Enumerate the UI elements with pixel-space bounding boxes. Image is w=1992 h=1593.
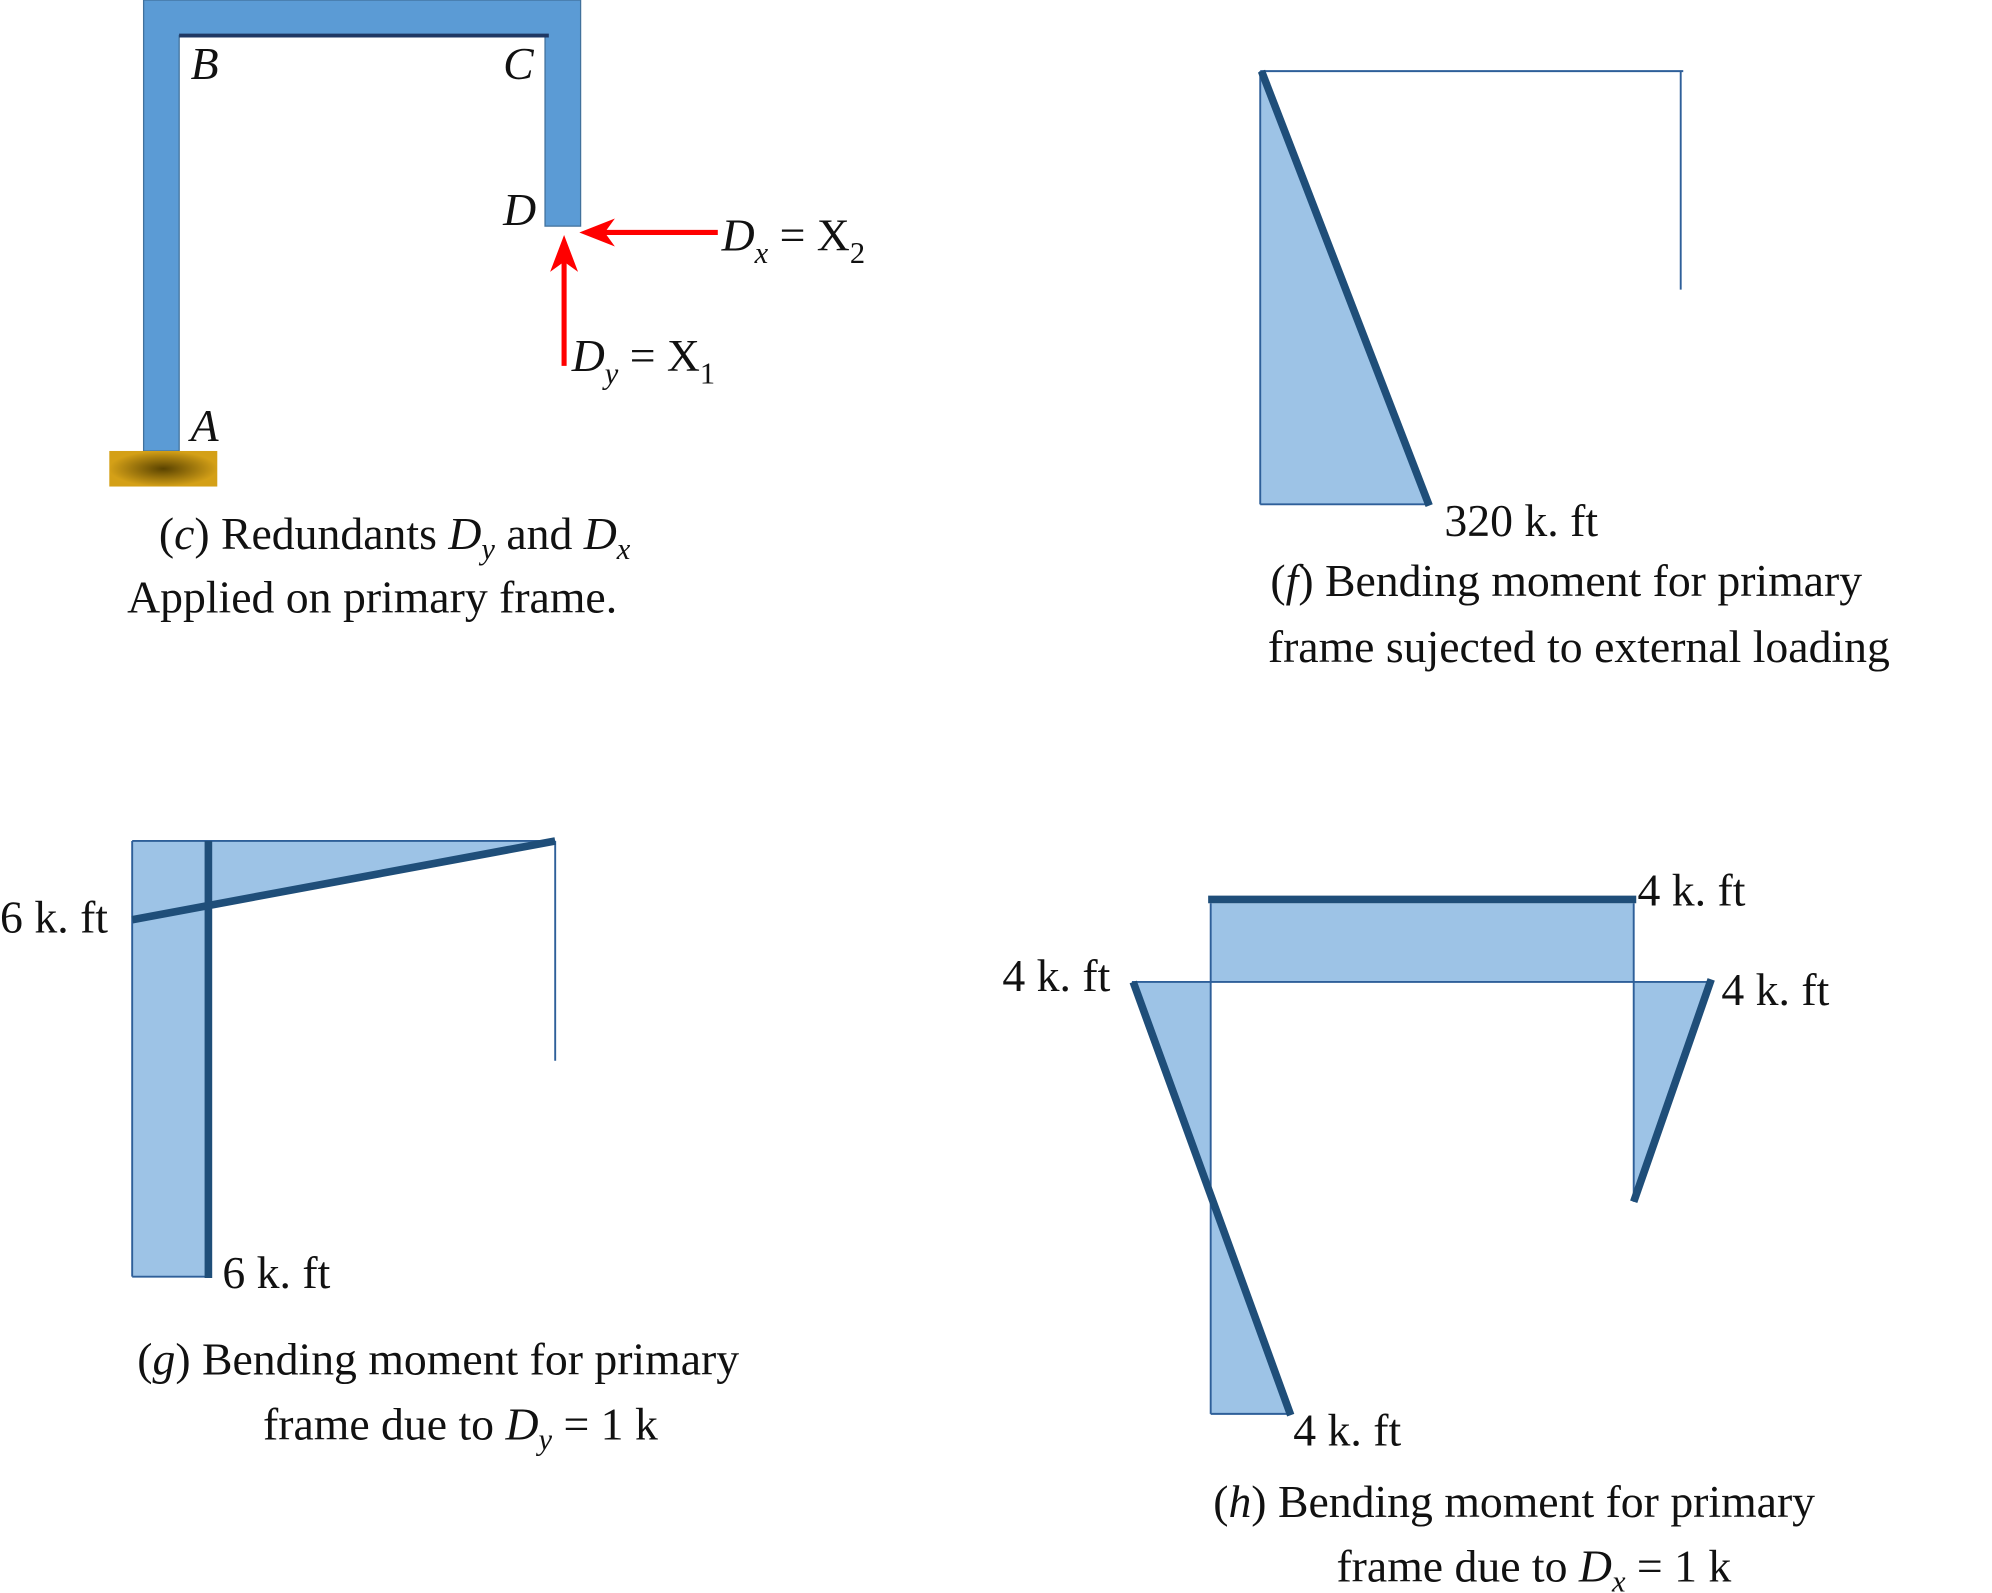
panel-c-primary-frame: B C D A Dx = X2 Dy = X1 (c) Redundants D… xyxy=(109,0,865,622)
moment-label-bottom: 6 k. ft xyxy=(222,1247,330,1298)
caption-g-line1: (g) Bending moment for primary xyxy=(137,1334,739,1385)
panel-f-moment-external: 320 k. ft (f) Bending moment for primary… xyxy=(1257,69,1890,672)
moment-label-top-right: 4 k. ft xyxy=(1638,865,1746,916)
joint-label-c: C xyxy=(503,38,534,89)
moment-label-bottom: 4 k. ft xyxy=(1293,1405,1401,1456)
moment-line xyxy=(1257,69,1433,507)
caption-f-line1: (f) Bending moment for primary xyxy=(1270,555,1862,606)
caption-f-line2: frame sujected to external loading xyxy=(1268,621,1890,672)
caption-h-line2: frame due to Dx = 1 k xyxy=(1336,1541,1731,1593)
caption-h-line1: (h) Bending moment for primary xyxy=(1213,1476,1815,1527)
moment-label-top: 6 k. ft xyxy=(0,891,108,942)
caption-c-line2: Applied on primary frame. xyxy=(127,571,617,622)
right-column-moment-line xyxy=(1630,978,1715,1203)
dy-label: Dy = X1 xyxy=(571,330,715,391)
caption-c-line1: (c) Redundants Dy and Dx xyxy=(159,508,631,566)
panel-g-moment-dy: 6 k. ft 6 k. ft (g) Bending moment for p… xyxy=(0,837,739,1456)
panel-h-moment-dx: 4 k. ft 4 k. ft 4 k. ft 4 k. ft (h) Bend… xyxy=(1002,865,1829,1593)
moment-label-right: 4 k. ft xyxy=(1721,964,1829,1015)
fixed-support xyxy=(109,450,218,487)
moment-label-left: 4 k. ft xyxy=(1002,950,1110,1001)
moment-area xyxy=(132,840,554,1277)
joint-label-d: D xyxy=(502,184,536,235)
redundant-dx-arrow xyxy=(579,218,718,247)
caption-g-line2: frame due to Dy = 1 k xyxy=(263,1398,658,1456)
joint-label-a: A xyxy=(188,400,220,451)
dx-label: Dx = X2 xyxy=(721,209,865,270)
redundant-dy-arrow xyxy=(550,235,579,366)
moment-label-320: 320 k. ft xyxy=(1444,495,1598,546)
beam-moment-line xyxy=(131,837,556,924)
left-column-moment-line xyxy=(1129,980,1295,1417)
beam-moment-area xyxy=(1210,903,1634,982)
joint-label-b: B xyxy=(191,38,219,89)
